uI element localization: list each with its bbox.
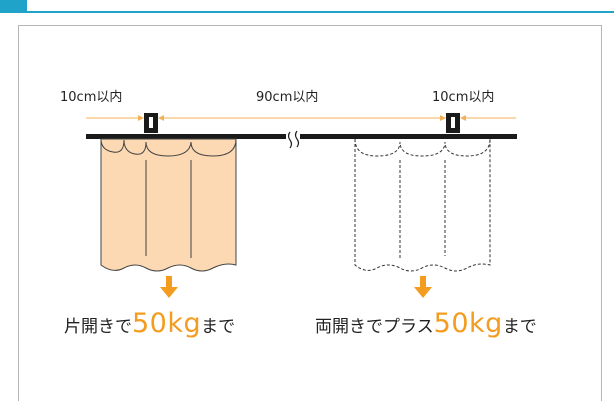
single-caption-weight: 50kg xyxy=(132,308,202,339)
arrowhead-right-gap xyxy=(460,115,466,121)
arrow-down-icon xyxy=(160,276,178,298)
left-gap-label: 10cm以内 xyxy=(60,90,123,105)
single-caption-prefix: 片開きで xyxy=(64,317,132,337)
single-caption-suffix: まで xyxy=(201,317,236,337)
arrowhead-left-gap xyxy=(138,115,144,121)
double-caption-suffix: まで xyxy=(502,317,537,337)
single-opening-caption: 片開きで50kgまで xyxy=(64,309,235,342)
right-gap-label: 10cm以内 xyxy=(432,90,495,105)
header-accent xyxy=(0,0,27,12)
middle-gap-label: 90cm以内 xyxy=(256,90,319,105)
bracket-icon xyxy=(446,113,460,133)
diagram-frame xyxy=(18,25,602,401)
dimension-arrowheads xyxy=(138,115,466,121)
curtain-double xyxy=(354,138,491,272)
curtain-rail xyxy=(86,130,517,149)
double-opening-caption: 両開きでプラス50kgまで xyxy=(315,309,537,342)
rail-break-icon xyxy=(287,130,300,149)
curtain-single xyxy=(100,138,237,272)
header-line xyxy=(0,11,614,13)
arrowhead-mid-start xyxy=(158,115,164,121)
header-bar xyxy=(0,0,614,13)
arrow-down-icon xyxy=(414,276,432,298)
arrowhead-mid-end xyxy=(440,115,446,121)
double-caption-weight: 50kg xyxy=(433,308,503,339)
bracket-icon xyxy=(144,113,158,133)
rail-right-segment xyxy=(300,134,517,139)
rail-left-segment xyxy=(86,134,286,139)
double-caption-prefix: 両開きでプラス xyxy=(315,317,434,337)
